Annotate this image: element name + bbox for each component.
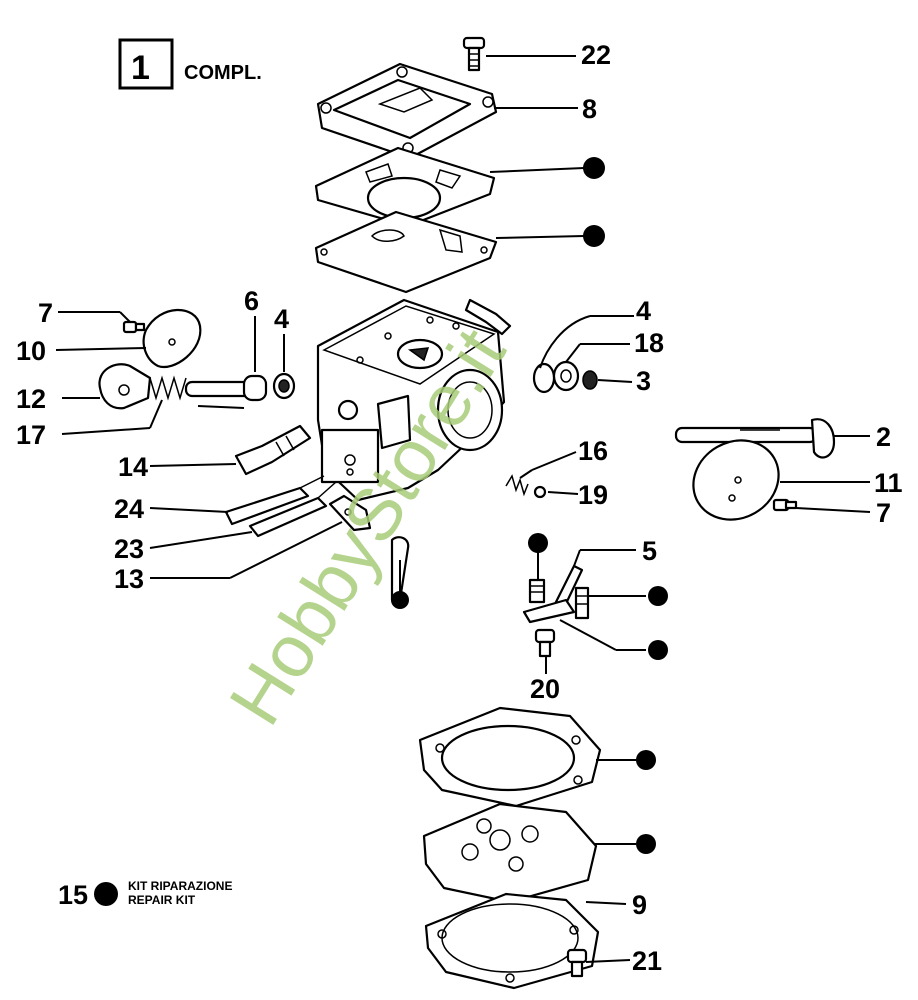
part-choke-shaft [184, 380, 254, 409]
callout-6: 6 [244, 286, 259, 316]
callout-5: 5 [642, 536, 657, 566]
callout-numbers: 22 8 7 6 4 4 10 18 3 12 17 2 14 16 11 24… [16, 40, 903, 976]
legend-line-1: KIT RIPARAZIONE [128, 879, 232, 893]
callout-3: 3 [636, 366, 651, 396]
part-washer-18 [552, 360, 580, 392]
callout-19: 19 [578, 480, 608, 510]
part-ball-19 [533, 485, 547, 499]
part-inlet-needle-assembly [522, 564, 590, 624]
part-screw-21 [566, 948, 588, 978]
callout-11: 11 [874, 468, 903, 498]
callout-12: 12 [16, 384, 46, 414]
part-fuel-inlet-14 [234, 424, 312, 476]
callout-23: 23 [114, 534, 144, 564]
callout-18: 18 [634, 328, 664, 358]
part-bushing-6 [242, 374, 268, 402]
legend-line-2: REPAIR KIT [128, 893, 196, 907]
kit-dot-icon [94, 882, 118, 906]
callout-21: 21 [632, 946, 662, 976]
part-needle-24 [224, 475, 325, 526]
repair-kit-legend: 15 KIT RIPARAZIONE REPAIR KIT [58, 879, 232, 910]
part-choke-disc-10 [142, 308, 202, 369]
part-cover-9 [424, 892, 600, 990]
part-pin-20 [534, 628, 556, 658]
part-throttle-shaft-2 [674, 418, 836, 459]
callout-20: 20 [530, 674, 560, 704]
leader-lines [55, 55, 871, 963]
part-pump-diaphragm [422, 802, 598, 904]
part-bracket-13 [328, 494, 372, 532]
callout-4-right: 4 [636, 296, 651, 326]
kit-dot-icon [636, 750, 656, 770]
part-gasket-upper [314, 146, 496, 228]
callout-7-left: 7 [38, 298, 53, 328]
part-screw-7-left [122, 320, 146, 334]
kit-dot-icon [391, 591, 409, 609]
assembly-header: 1 COMPL. [118, 38, 262, 90]
callout-8: 8 [582, 94, 597, 124]
part-seal-4-left [272, 372, 296, 400]
kit-dot-icon [583, 157, 605, 179]
kit-dot-icon [583, 225, 605, 247]
part-screw-7-right [772, 498, 798, 512]
assembly-number: 1 [131, 49, 150, 87]
callout-13: 13 [114, 564, 144, 594]
part-seal-4-right [532, 362, 556, 394]
assembly-number-box [118, 38, 174, 90]
callout-14: 14 [118, 452, 148, 482]
part-diaphragm-upper [314, 210, 498, 294]
part-gasket-lower [418, 706, 602, 808]
part-ring-3 [582, 370, 598, 390]
callout-9: 9 [632, 890, 647, 920]
callout-10: 10 [16, 336, 46, 366]
callout-24: 24 [114, 494, 144, 524]
callout-22: 22 [581, 40, 611, 70]
kit-dot-icon [636, 834, 656, 854]
callout-4-left: 4 [274, 304, 289, 334]
part-lever-12 [98, 363, 152, 410]
kit-dot-icon [648, 640, 668, 660]
assembly-label: COMPL. [184, 62, 262, 84]
callout-16: 16 [578, 436, 608, 466]
part-spring-16 [505, 474, 529, 497]
part-throttle-plate-11 [692, 439, 780, 521]
part-screw-22 [462, 36, 486, 72]
callout-2: 2 [876, 422, 891, 452]
carburetor-body [316, 298, 512, 502]
kit-dot-icon [648, 586, 668, 606]
callout-17: 17 [16, 420, 46, 450]
repair-kit-markers [391, 157, 668, 854]
part-needle-23 [248, 481, 337, 538]
legend-number: 15 [58, 880, 88, 910]
callout-7-right: 7 [876, 498, 891, 528]
part-cover-8 [316, 62, 498, 160]
part-spring-17 [149, 375, 187, 401]
kit-dot-icon [528, 533, 548, 553]
